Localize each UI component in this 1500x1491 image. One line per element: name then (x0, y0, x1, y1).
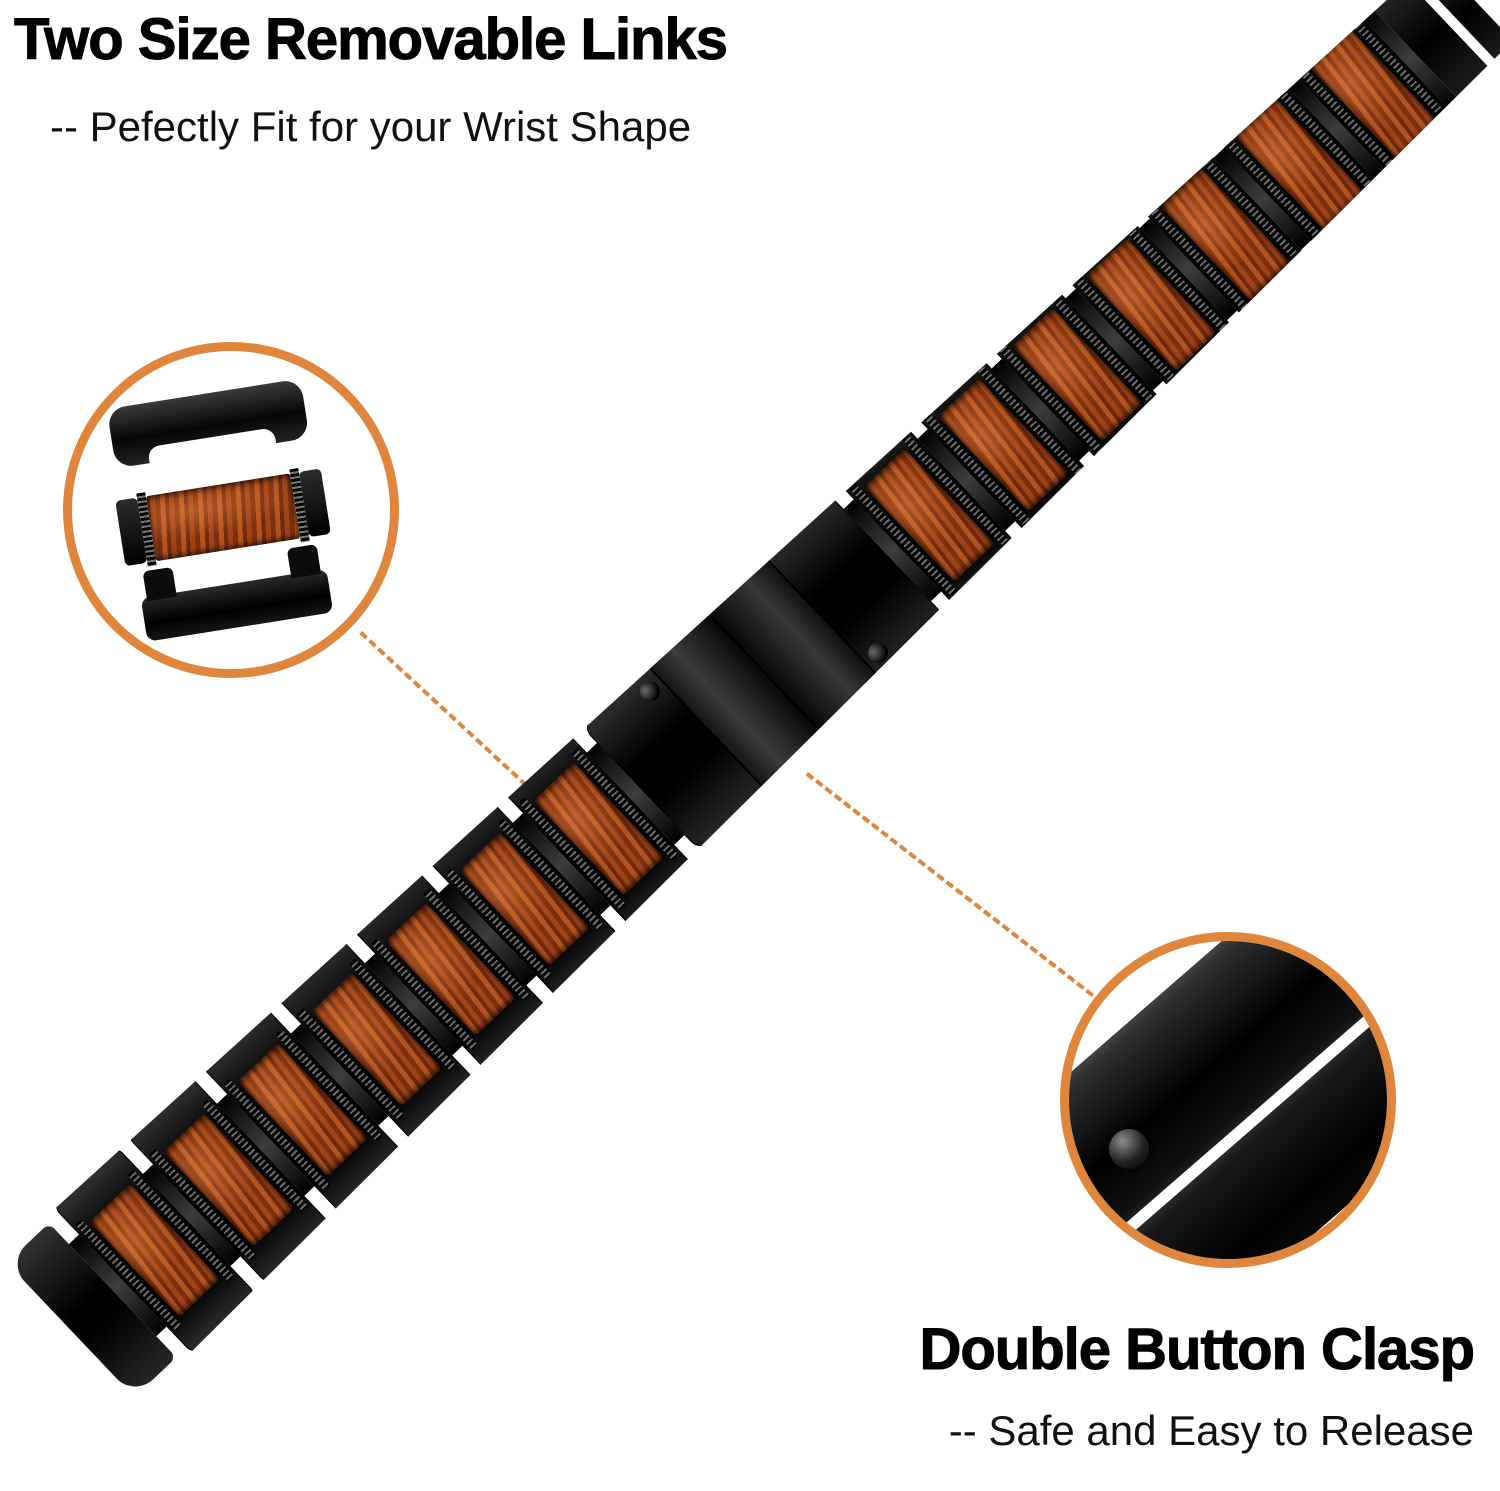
detail-bracket-link (140, 568, 334, 642)
clasp-detail (1069, 941, 1387, 1259)
feature-subtitle-removable-links: -- Pefectly Fit for your Wrist Shape (50, 103, 692, 150)
band-links-lower (52, 715, 711, 1355)
detail-wood-inlay (145, 473, 301, 562)
feature-title-removable-links: Two Size Removable Links (13, 7, 728, 73)
leader-line-removable-links (359, 631, 546, 804)
feature-title-clasp: Double Button Clasp (919, 1317, 1476, 1383)
feature-callout-removable-links: Two Size Removable Links -- Pefectly Fit… (13, 6, 728, 151)
detail-black-link-piece (106, 378, 310, 469)
zoom-circle-removable-link (63, 342, 399, 678)
clasp-push-button (864, 638, 892, 666)
feature-subtitle-clasp: -- Safe and Easy to Release (948, 1407, 1474, 1454)
leader-line-clasp (805, 772, 1095, 998)
zoom-circle-clasp (1060, 932, 1396, 1268)
removable-link-detail (72, 351, 390, 669)
clasp-fold-plate (642, 549, 887, 795)
feature-callout-clasp: Double Button Clasp -- Safe and Easy to … (919, 1316, 1476, 1455)
band-links-upper (817, 0, 1476, 629)
clasp-push-button (636, 678, 664, 706)
detail-clasp-button (1109, 1129, 1149, 1169)
